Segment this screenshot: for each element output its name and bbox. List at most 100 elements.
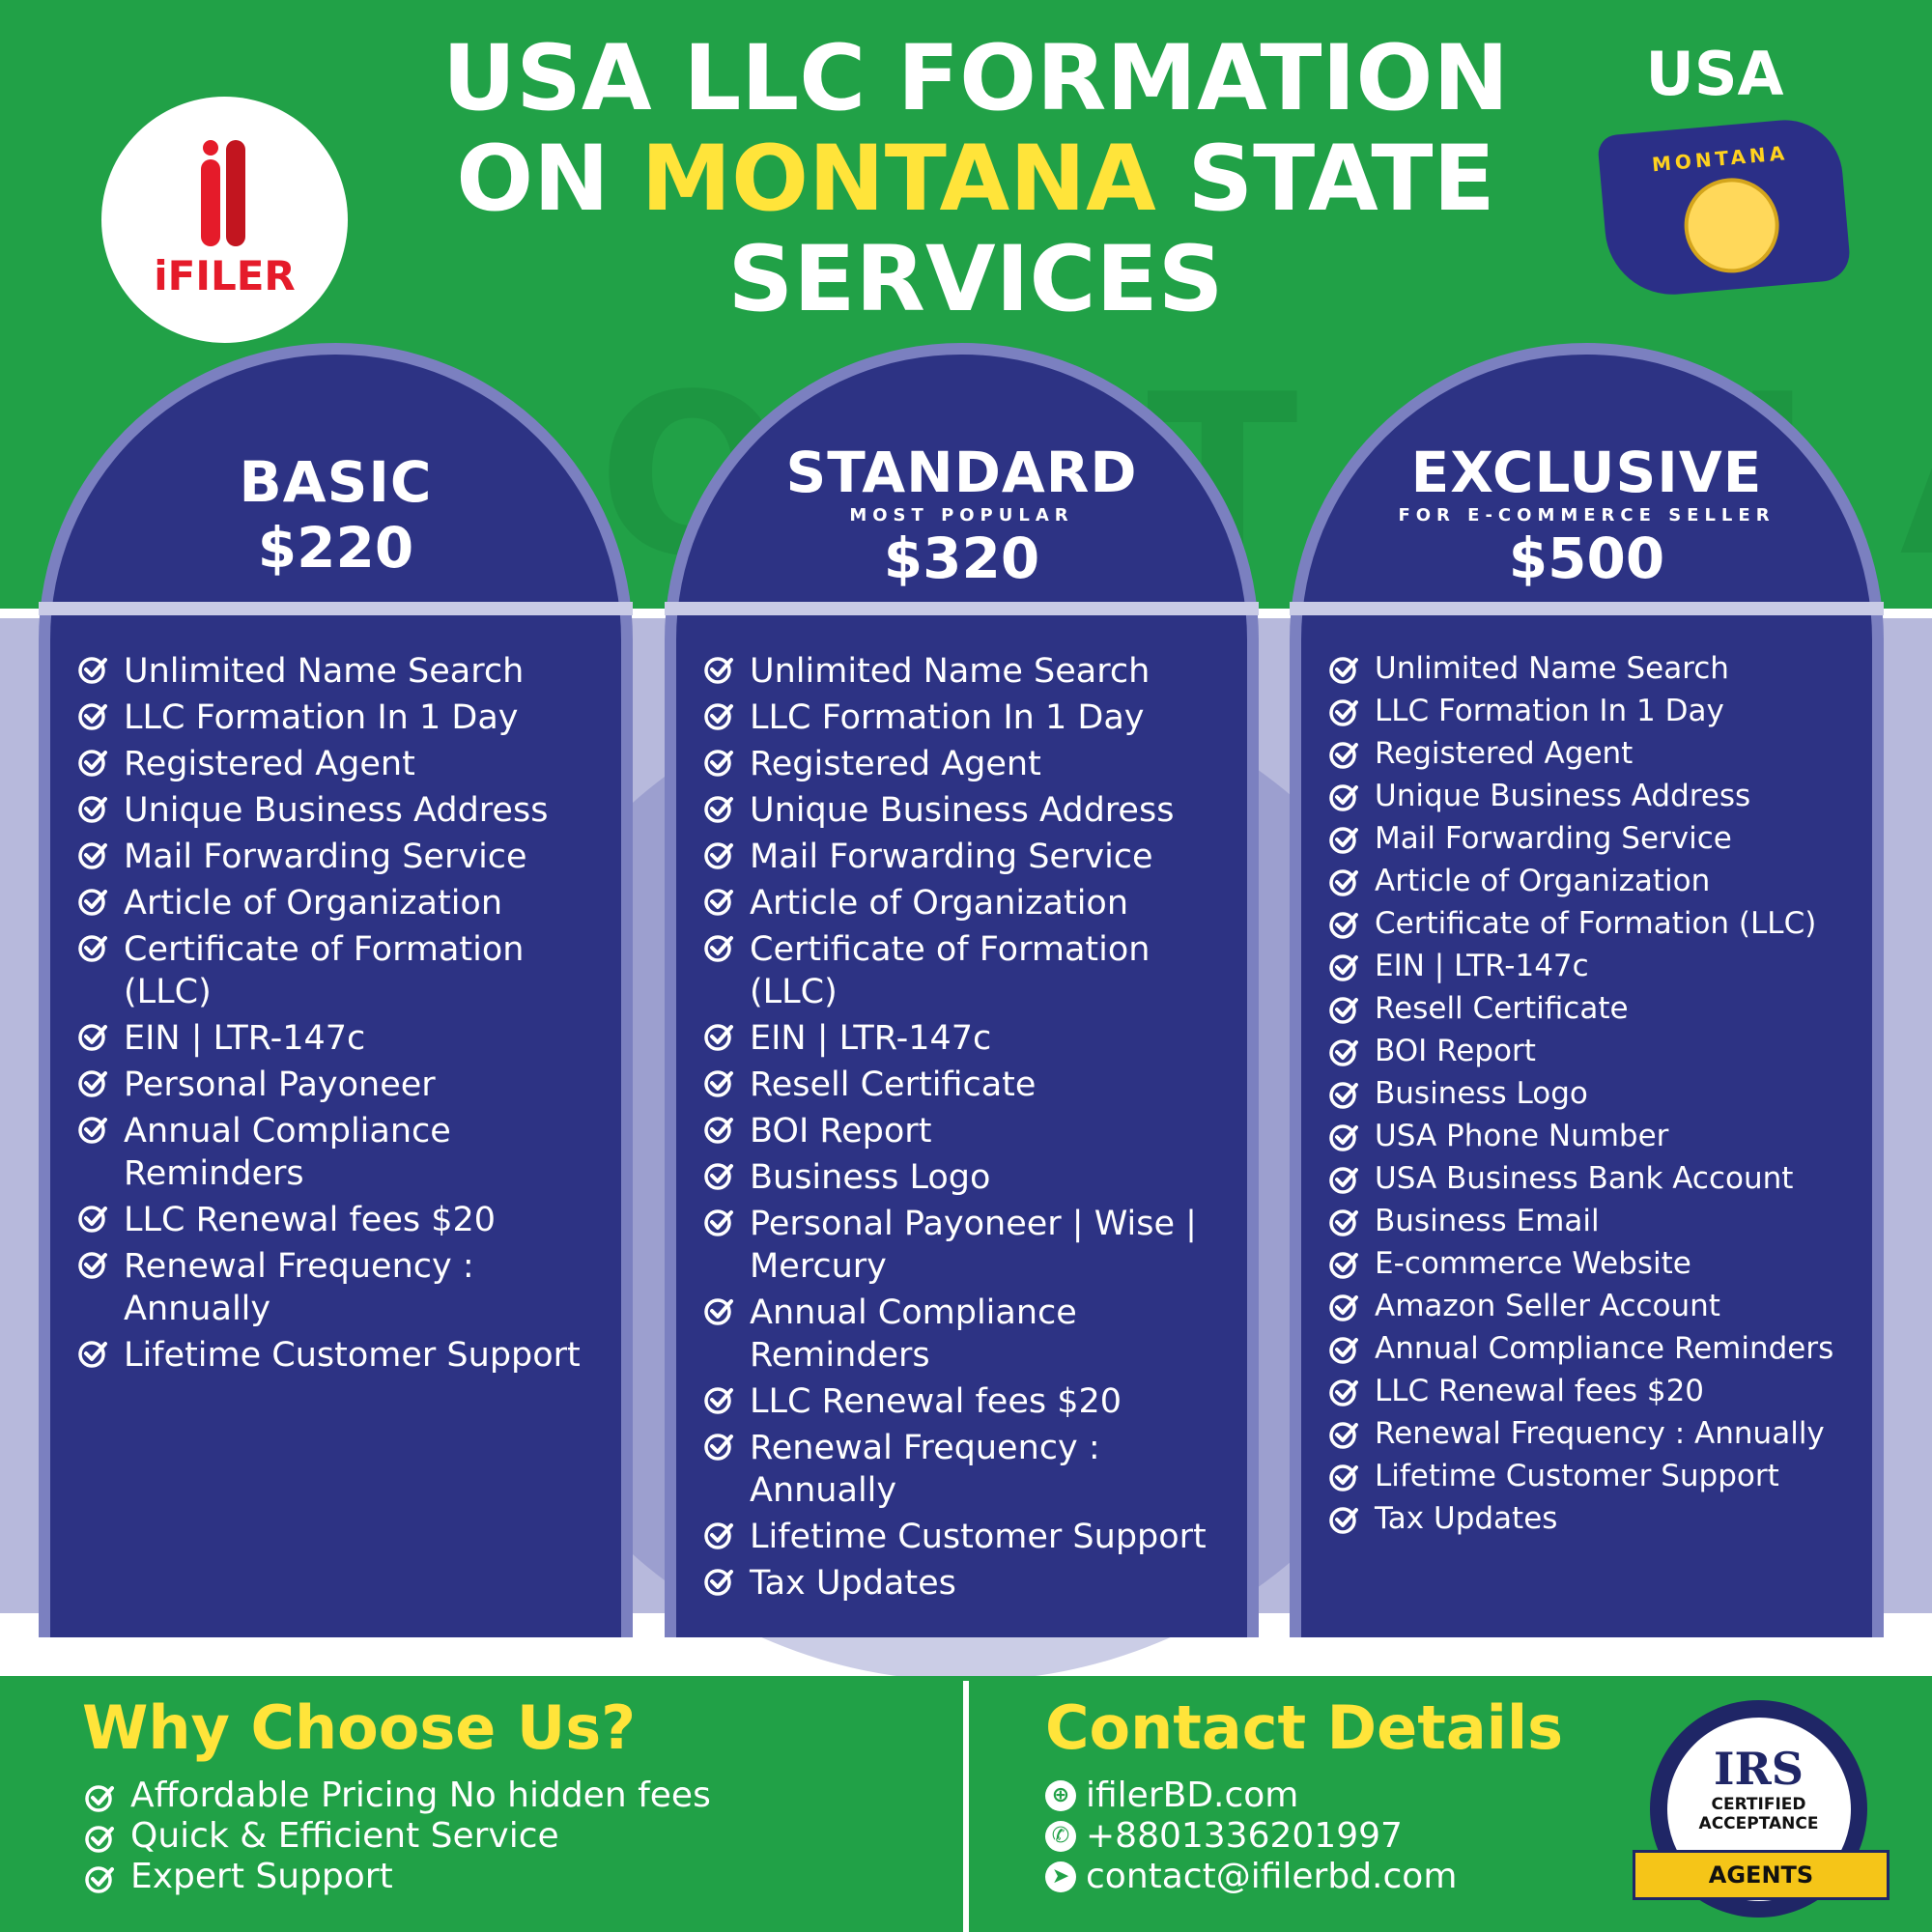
checkmark-icon: [1329, 784, 1358, 811]
checkmark-icon: [78, 750, 107, 777]
plan-card-background: [665, 343, 1259, 1637]
checkmark-icon: [704, 703, 733, 730]
feature-item: Renewal Frequency : Annually: [75, 1245, 616, 1330]
checkmark-icon: [704, 1522, 733, 1549]
contact-value[interactable]: ifilerBD.com: [1086, 1776, 1299, 1815]
checkmark-icon: [704, 1209, 733, 1236]
page-title: USA LLC FORMATION ON MONTANA STATE SERVI…: [406, 29, 1546, 330]
feature-label: Business Logo: [750, 1158, 991, 1197]
feature-item: Article of Organization: [701, 882, 1242, 924]
title-line-2: ON MONTANA STATE: [406, 129, 1546, 230]
contact-item[interactable]: ➤contact@ifilerbd.com: [1045, 1857, 1457, 1897]
feature-item: BOI Report: [701, 1110, 1242, 1152]
feature-item: Personal Payoneer: [75, 1064, 616, 1106]
feature-label: Mail Forwarding Service: [750, 838, 1153, 876]
plan-card-exclusive[interactable]: EXCLUSIVE FOR E-COMMERCE SELLER $500 Unl…: [1290, 343, 1884, 1637]
feature-item: LLC Renewal fees $20: [75, 1199, 616, 1241]
feature-label: Personal Payoneer: [124, 1065, 436, 1104]
why-item: Expert Support: [82, 1857, 711, 1897]
contact-value[interactable]: +8801336201997: [1086, 1816, 1403, 1856]
feature-label: Mail Forwarding Service: [124, 838, 527, 876]
country-label: USA: [1645, 39, 1784, 109]
checkmark-icon: [1329, 1039, 1358, 1066]
contact-item[interactable]: ⊕ ifilerBD.com: [1045, 1776, 1457, 1816]
globe-icon: ⊕: [1045, 1780, 1076, 1811]
feature-label: Unique Business Address: [750, 791, 1175, 830]
checkmark-icon: [704, 1569, 733, 1596]
feature-item: Certificate of Formation (LLC): [1326, 905, 1867, 942]
feature-label: Business Logo: [1375, 1076, 1588, 1111]
feature-label: Renewal Frequency : Annually: [750, 1429, 1100, 1510]
checkmark-icon: [1329, 1209, 1358, 1236]
plan-name: BASIC: [239, 449, 433, 515]
feature-item: Lifetime Customer Support: [1326, 1458, 1867, 1494]
checkmark-icon: [1329, 1294, 1358, 1321]
contact-item[interactable]: ✆ +8801336201997: [1045, 1816, 1457, 1857]
feature-item: EIN | LTR-147c: [75, 1017, 616, 1060]
checkmark-icon: [1329, 1507, 1358, 1534]
irs-line-1: CERTIFIED: [1711, 1794, 1806, 1814]
checkmark-icon: [78, 1341, 107, 1368]
feature-item: Certificate of Formation (LLC): [701, 928, 1242, 1013]
checkmark-icon: [1329, 1167, 1358, 1194]
why-item: Affordable Pricing No hidden fees: [82, 1776, 711, 1816]
feature-item: Article of Organization: [1326, 863, 1867, 899]
plan-card-standard[interactable]: STANDARD MOST POPULAR $320 Unlimited Nam…: [665, 343, 1259, 1637]
plan-header: EXCLUSIVE FOR E-COMMERCE SELLER $500: [1290, 343, 1884, 604]
ifiler-logo[interactable]: iFILER: [101, 97, 348, 343]
feature-item: Resell Certificate: [701, 1064, 1242, 1106]
feature-label: Registered Agent: [1375, 736, 1634, 771]
feature-item: Amazon Seller Account: [1326, 1288, 1867, 1324]
feature-label: BOI Report: [1375, 1034, 1536, 1068]
feature-item: Annual Compliance Reminders: [1326, 1330, 1867, 1367]
feature-item: Resell Certificate: [1326, 990, 1867, 1027]
feature-item: Renewal Frequency : Annually: [1326, 1415, 1867, 1452]
feature-item: Certificate of Formation (LLC): [75, 928, 616, 1013]
checkmark-icon: [704, 750, 733, 777]
feature-label: Article of Organization: [124, 884, 503, 923]
feature-label: Certificate of Formation (LLC): [124, 930, 525, 1011]
checkmark-icon: [704, 935, 733, 962]
checkmark-icon: [78, 1206, 107, 1233]
feature-item: Annual Compliance Reminders: [701, 1292, 1242, 1377]
checkmark-icon: [78, 842, 107, 869]
feature-label: Renewal Frequency : Annually: [1375, 1416, 1825, 1451]
plan-subtitle: FOR E-COMMERCE SELLER: [1398, 505, 1776, 526]
checkmark-icon: [1329, 1337, 1358, 1364]
feature-item: Article of Organization: [75, 882, 616, 924]
feature-item: USA Business Bank Account: [1326, 1160, 1867, 1197]
feature-item: EIN | LTR-147c: [1326, 948, 1867, 984]
feature-label: USA Business Bank Account: [1375, 1161, 1794, 1196]
feature-item: Tax Updates: [1326, 1500, 1867, 1537]
contact-list: ⊕ ifilerBD.com ✆ +8801336201997➤contact@ifi…: [1045, 1776, 1457, 1897]
contact-title: Contact Details: [1045, 1692, 1564, 1763]
feature-label: LLC Formation In 1 Day: [124, 698, 519, 737]
title-on: ON: [456, 127, 610, 232]
feature-item: BOI Report: [1326, 1033, 1867, 1069]
feature-item: Registered Agent: [1326, 735, 1867, 772]
flag-label: MONTANA: [1651, 141, 1790, 177]
feature-item: Tax Updates: [701, 1562, 1242, 1605]
feature-label: EIN | LTR-147c: [124, 1019, 366, 1058]
plan-header-divider: [1290, 602, 1884, 615]
whatsapp-icon: ✆: [1045, 1821, 1076, 1852]
feature-item: Lifetime Customer Support: [75, 1334, 616, 1377]
checkmark-icon: [1329, 827, 1358, 854]
checkmark-icon: [78, 1024, 107, 1051]
feature-item: Personal Payoneer | Wise | Mercury: [701, 1203, 1242, 1288]
feature-item: Registered Agent: [701, 743, 1242, 785]
feature-label: LLC Renewal fees $20: [750, 1382, 1122, 1421]
plan-header-divider: [39, 602, 633, 615]
feature-label: Unlimited Name Search: [1375, 651, 1729, 686]
checkmark-icon: [704, 889, 733, 916]
montana-flag-icon: MONTANA: [1597, 115, 1852, 300]
contact-value[interactable]: contact@ifilerbd.com: [1086, 1857, 1458, 1896]
feature-label: USA Phone Number: [1375, 1119, 1669, 1153]
checkmark-icon: [1329, 1379, 1358, 1406]
feature-label: Unique Business Address: [124, 791, 549, 830]
feature-item: LLC Formation In 1 Day: [701, 696, 1242, 739]
logo-text: iFILER: [154, 252, 296, 299]
checkmark-icon: [1329, 954, 1358, 981]
